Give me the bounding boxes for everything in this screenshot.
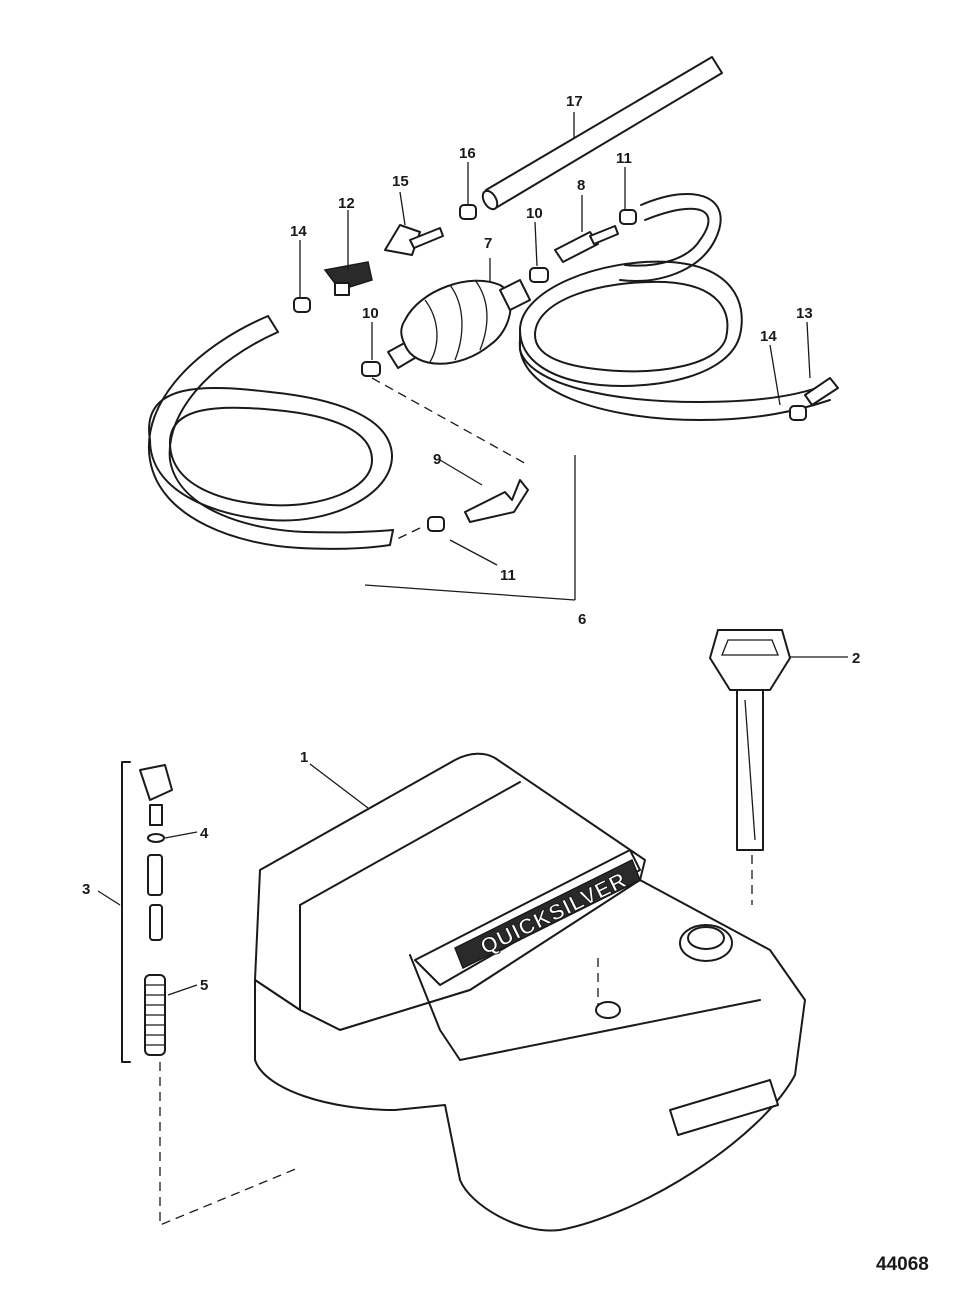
callout-6: 6 [578, 611, 586, 628]
callout-1: 1 [300, 749, 308, 766]
fuel-tank-1: QUICKSILVER [254, 752, 806, 1232]
fitting-13 [804, 377, 839, 406]
clamp-11-bottom [427, 516, 445, 532]
hose-left-coil [147, 315, 394, 550]
callout-10-right: 10 [526, 205, 543, 222]
callout-9: 9 [433, 451, 441, 468]
callout-8: 8 [577, 177, 585, 194]
leader-lines [97, 112, 848, 996]
pickup-tube-3 [121, 761, 173, 1063]
callout-11-top: 11 [616, 150, 632, 167]
callout-13: 13 [796, 305, 813, 322]
callout-3: 3 [82, 881, 90, 898]
callout-5: 5 [200, 977, 208, 994]
fuel-gauge-2 [709, 629, 791, 851]
connector-9 [464, 479, 529, 523]
callout-7: 7 [484, 235, 492, 252]
dash-pickup [159, 1062, 299, 1226]
callout-2: 2 [852, 650, 860, 667]
callout-10-left: 10 [362, 305, 379, 322]
hose-17 [481, 56, 723, 211]
clamp-14-left [293, 297, 311, 313]
callout-4: 4 [200, 825, 209, 842]
connector-12 [323, 261, 373, 296]
callout-12: 12 [338, 195, 355, 212]
callout-labels: 1 2 3 4 5 6 7 8 9 10 10 11 11 12 13 14 1… [82, 93, 860, 994]
callout-15: 15 [392, 173, 409, 190]
clamp-10-left [361, 361, 381, 377]
clamp-14-right [789, 405, 807, 421]
dash-clamp-11 [394, 527, 421, 541]
clamp-11-top [619, 209, 637, 225]
callout-14-left: 14 [290, 223, 307, 240]
figure-number: 44068 [876, 1254, 929, 1275]
callout-17: 17 [566, 93, 583, 110]
callout-14-right: 14 [760, 328, 777, 345]
callout-16: 16 [459, 145, 476, 162]
callout-11-bottom: 11 [500, 567, 516, 584]
hose-right-coil [518, 192, 831, 421]
clamp-16 [459, 204, 477, 220]
valve-15 [384, 224, 444, 256]
clamp-10-right [529, 267, 549, 283]
dash-connector-9 [371, 377, 529, 466]
connector-8 [554, 225, 619, 263]
primer-bulb-7 [387, 279, 531, 369]
